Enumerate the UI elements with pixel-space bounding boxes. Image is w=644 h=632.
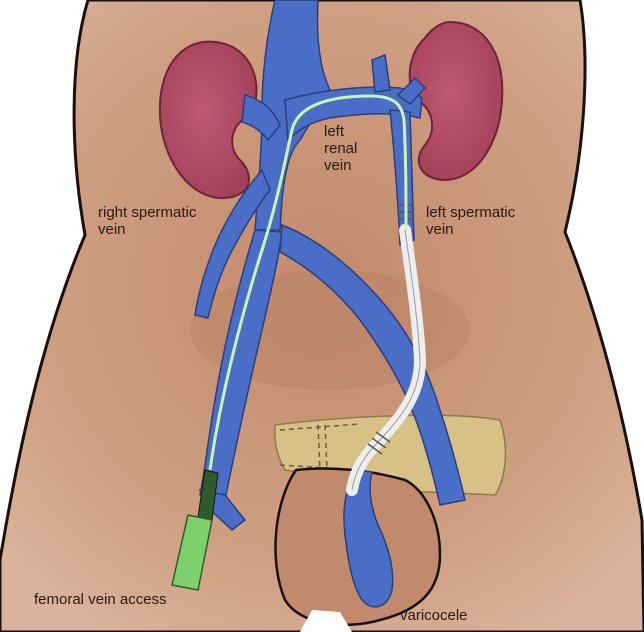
label-left-renal-vein: left renal vein [324,123,357,174]
label-femoral-vein-access: femoral vein access [34,591,167,608]
label-right-spermatic-vein: right spermatic vein [98,204,196,238]
label-left-spermatic-vein: left spermatic vein [426,204,515,238]
label-varicocele: varicocele [400,607,468,624]
